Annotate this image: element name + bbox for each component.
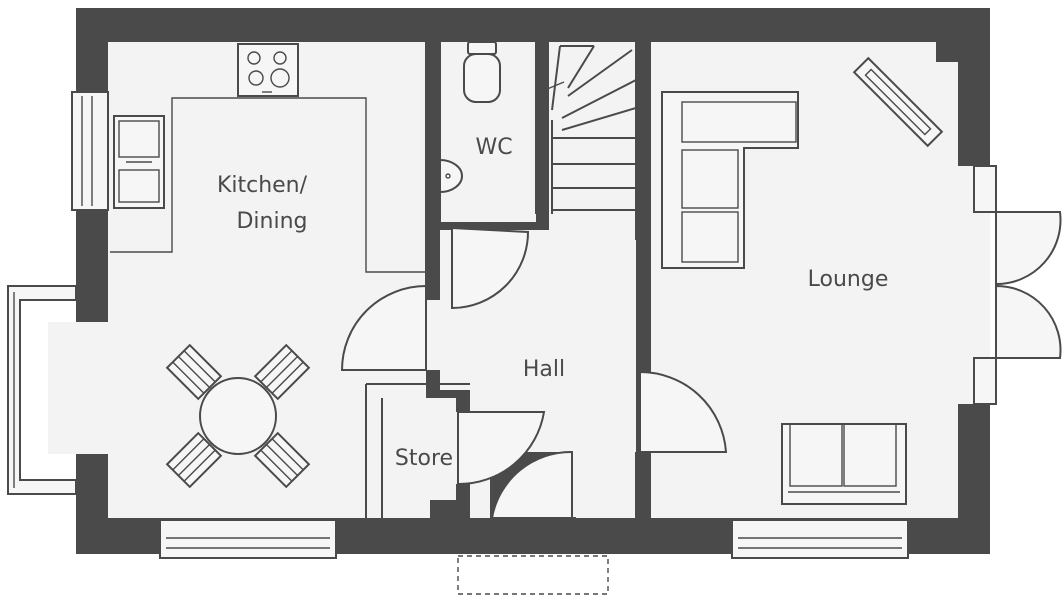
internal-walls — [365, 42, 651, 518]
wc-label: WC — [475, 135, 512, 160]
windows — [7, 91, 997, 559]
sink-icon — [113, 115, 165, 209]
store-label: Store — [395, 446, 453, 471]
toilet-icon — [463, 41, 501, 103]
doors — [340, 211, 1062, 519]
kitchen-label-line1: Kitchen/ — [217, 173, 308, 198]
corner-sofa-icon — [661, 91, 799, 269]
basin-icon — [439, 158, 463, 194]
dining-chairs-icon — [165, 343, 311, 489]
hall-label: Hall — [523, 357, 565, 382]
door-step — [457, 555, 609, 595]
hob-icon — [237, 43, 299, 97]
tv-unit-icon — [852, 56, 944, 148]
lounge-label: Lounge — [808, 267, 889, 292]
kitchen-worktop — [110, 97, 426, 273]
dining-table-icon — [199, 377, 277, 455]
kitchen-label-line2: Dining — [236, 209, 307, 234]
room-floors — [48, 42, 990, 518]
sofa-icon — [781, 423, 907, 505]
room-labels: Kitchen/ Dining WC Lounge Hall Store — [217, 135, 888, 471]
staircase-icon — [539, 45, 637, 214]
